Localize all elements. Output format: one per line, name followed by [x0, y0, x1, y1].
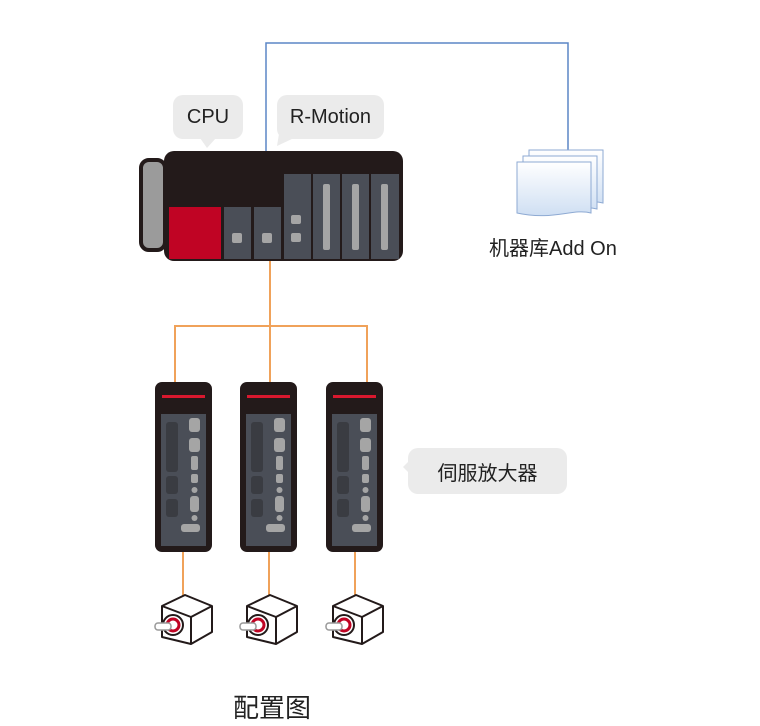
power-supply-module — [139, 158, 167, 252]
servo-amplifier-2 — [240, 382, 297, 552]
r-motion-label: R-Motion — [289, 105, 372, 128]
servo-amplifier-3 — [326, 382, 383, 552]
servo-motors — [154, 594, 384, 645]
servo-motor-2 — [239, 594, 298, 645]
servo-motor-3 — [325, 594, 384, 645]
diagram-caption: 配置图 — [233, 693, 312, 723]
network-links — [174, 258, 368, 605]
plc-rack — [139, 151, 403, 261]
library-document-icon — [516, 149, 604, 217]
cpu-bubble-tail — [200, 138, 216, 148]
r-motion-label-bubble: R-Motion — [277, 95, 384, 139]
library-label: 机器库Add On — [489, 238, 617, 260]
servo-amplifier-label-bubble: 伺服放大器 — [408, 448, 567, 494]
cpu-label-bubble: CPU — [173, 95, 243, 139]
library-link-line — [265, 42, 569, 155]
servo-amplifier-label: 伺服放大器 — [437, 462, 538, 485]
servo-motor-1 — [154, 594, 213, 645]
cpu-module-panel — [169, 207, 221, 259]
servo-amplifiers — [155, 382, 383, 552]
servo-amplifier-1 — [155, 382, 212, 552]
cpu-label: CPU — [186, 105, 230, 128]
